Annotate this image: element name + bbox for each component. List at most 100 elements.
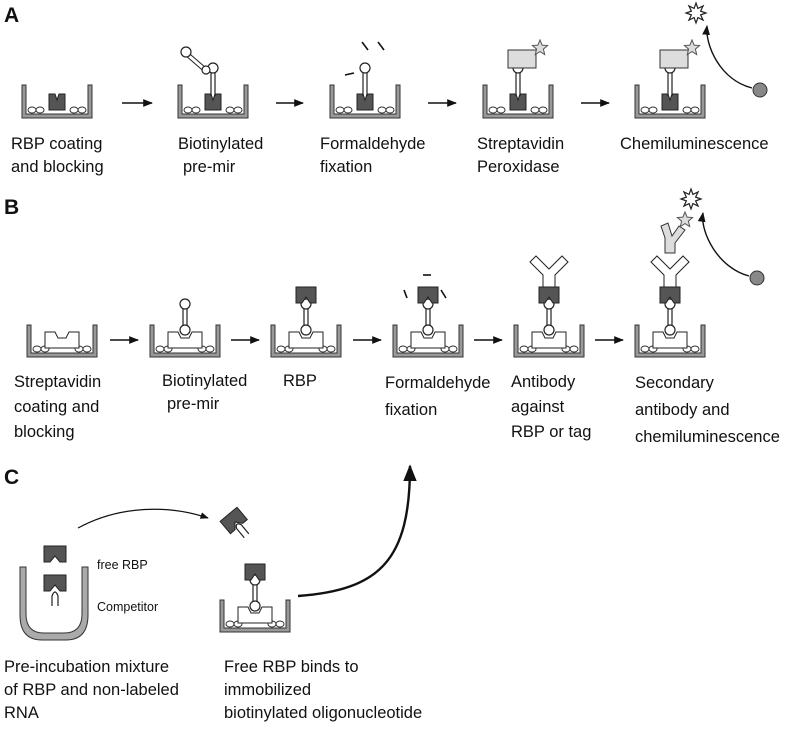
- well-wall: [21, 84, 93, 119]
- rbp: [417, 286, 439, 304]
- formaldehyde-dash: [403, 289, 408, 299]
- blocking-bead: [640, 106, 650, 114]
- panel-b-step-3-label: RBP: [283, 372, 317, 390]
- streptavidin-coat: [531, 331, 567, 349]
- panel-b-well-5: [513, 255, 585, 358]
- panel-b-well-3: [270, 286, 342, 358]
- streptavidin-coat: [288, 331, 324, 349]
- reaction-arrow: [697, 212, 750, 277]
- panel-c-well: [219, 563, 291, 633]
- panel-a-well-3: [329, 62, 401, 119]
- rbp: [244, 563, 266, 581]
- rna-stem: [210, 72, 216, 96]
- blocking-bead: [690, 106, 700, 114]
- free-rbp-label: free RBP: [97, 558, 148, 572]
- blocking-bead: [690, 345, 700, 353]
- blocking-bead: [335, 106, 345, 114]
- formaldehyde-dash: [344, 72, 355, 76]
- rna-stem: [425, 308, 431, 325]
- blocking-bead: [191, 106, 201, 114]
- peroxidase-star: [683, 38, 701, 56]
- competitor-rna: [51, 591, 59, 606]
- blocking-bead: [648, 106, 658, 114]
- formaldehyde-dash: [377, 41, 385, 51]
- blocking-bead: [377, 106, 387, 114]
- blocking-bead: [640, 345, 650, 353]
- panel-a-well-5: [634, 38, 706, 119]
- peroxidase-star: [531, 38, 549, 56]
- biotin: [300, 324, 312, 336]
- panel-a-letter: A: [4, 4, 20, 27]
- substrate-dot: [752, 82, 768, 98]
- biotin: [543, 324, 555, 336]
- blocking-bead: [69, 106, 79, 114]
- panel-b-well-2: [149, 298, 221, 358]
- premir-biotin: [201, 65, 211, 75]
- competitor-label: Competitor: [97, 600, 159, 614]
- well-wall: [482, 84, 554, 119]
- premir-stem-fill: [187, 53, 204, 70]
- blocking-bead: [233, 106, 243, 114]
- rna-stem: [515, 72, 521, 96]
- streptavidin-coat: [44, 331, 80, 349]
- blocking-bead: [398, 345, 408, 353]
- blocking-bead: [488, 106, 498, 114]
- tube: [19, 566, 89, 641]
- to-fixation-arrow: [297, 464, 417, 598]
- well: [177, 84, 249, 119]
- well: [634, 84, 706, 119]
- well: [482, 84, 554, 119]
- blocking-bead: [27, 106, 37, 114]
- rna-stem: [362, 72, 368, 96]
- panel-a-well-1: [21, 84, 93, 119]
- light-burst: [684, 1, 708, 25]
- rbp-coat: [48, 93, 66, 111]
- well-wall: [270, 324, 342, 358]
- blocking-bead: [682, 106, 692, 114]
- rna-stem: [252, 584, 258, 601]
- formaldehyde-dash: [440, 289, 447, 299]
- well: [329, 84, 401, 119]
- streptavidin-peroxidase: [507, 49, 537, 69]
- panel-b-well-6: [634, 210, 706, 358]
- panel-c-artwork: [19, 464, 417, 641]
- tilted-free-rbp: [219, 506, 250, 539]
- blocking-bead: [530, 106, 540, 114]
- well-wall: [634, 84, 706, 119]
- panel-c-letter: C: [4, 466, 20, 489]
- rna-stem: [182, 308, 188, 325]
- blocking-bead: [569, 345, 579, 353]
- blocking-bead: [326, 345, 336, 353]
- transfer-arrow: [77, 508, 209, 529]
- competitor-rbp: [43, 574, 67, 592]
- blocking-bead: [448, 345, 458, 353]
- substrate-dot: [749, 270, 765, 286]
- blocking-bead: [275, 620, 285, 628]
- panel-b-artwork: [26, 187, 765, 358]
- rbp: [659, 286, 681, 304]
- primary-antibody: [529, 255, 569, 288]
- well-wall: [392, 324, 464, 358]
- blocking-bead: [35, 106, 45, 114]
- secondary-antibody: [660, 222, 686, 254]
- blocking-bead: [32, 345, 42, 353]
- rna-stem: [303, 308, 309, 325]
- blocking-bead: [155, 345, 165, 353]
- biotin: [422, 324, 434, 336]
- premir-loop: [180, 46, 192, 58]
- streptavidin-coat: [167, 331, 203, 349]
- well-wall: [177, 84, 249, 119]
- streptavidin-peroxidase: [659, 49, 689, 69]
- blocking-bead: [82, 345, 92, 353]
- panel-a-well-4: [482, 38, 554, 119]
